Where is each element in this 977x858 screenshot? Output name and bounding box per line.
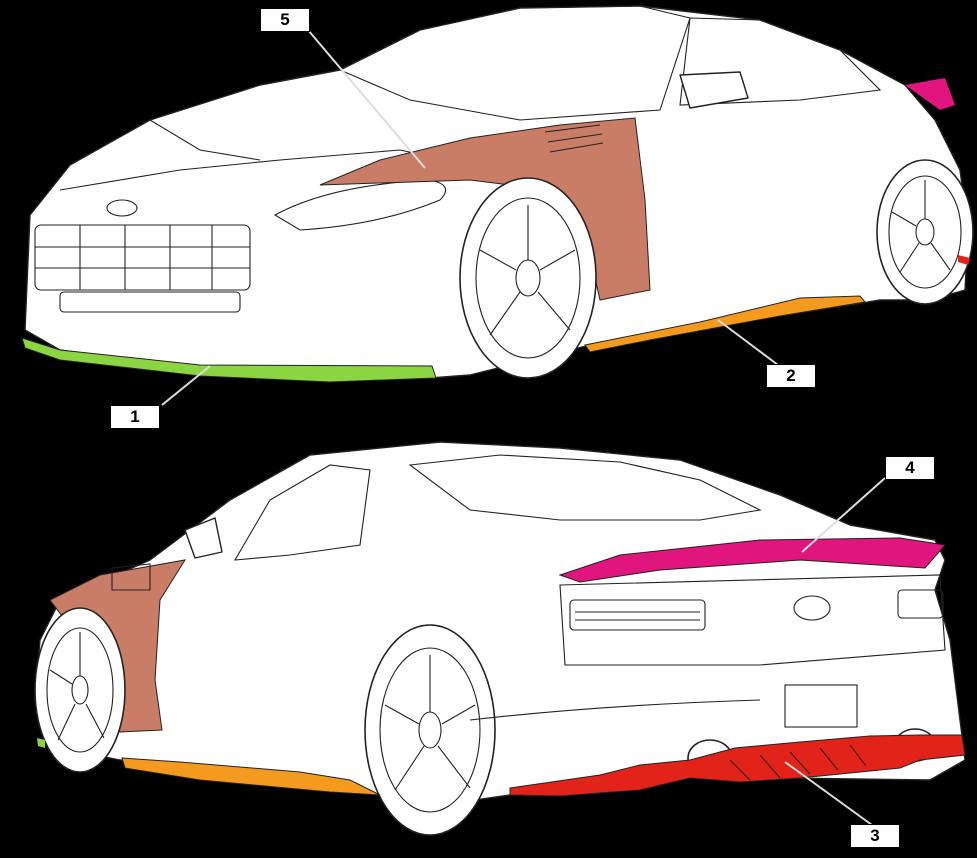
rear-car-front-wheel bbox=[34, 607, 126, 773]
front-car-rear-wheel bbox=[876, 159, 974, 305]
rear-car-tail-light-right bbox=[897, 589, 944, 619]
rear-car-tail-light-left bbox=[569, 599, 706, 631]
front-view-car bbox=[21, 5, 974, 383]
rear-wing-part bbox=[558, 537, 946, 583]
front-car-lower-intake bbox=[59, 291, 241, 313]
rear-car-rear-wheel bbox=[364, 624, 496, 836]
callout-1: 1 bbox=[110, 405, 160, 429]
rear-car-emblem bbox=[793, 595, 831, 621]
front-car-grille bbox=[34, 224, 251, 291]
rear-car-side-window bbox=[233, 464, 371, 561]
leader-line-3 bbox=[784, 761, 873, 826]
leader-line-4 bbox=[801, 477, 886, 553]
rear-car-bumper-line bbox=[469, 699, 761, 721]
rear-view-lip-tip bbox=[37, 738, 45, 748]
rear-diffuser-part bbox=[509, 734, 966, 797]
callout-2: 2 bbox=[766, 364, 816, 388]
rear-car-rear-window bbox=[408, 454, 762, 521]
rear-side-skirt-part bbox=[121, 757, 381, 796]
rear-car-mirror bbox=[184, 517, 223, 559]
rear-diffuser-fins bbox=[729, 744, 867, 781]
leader-line-5 bbox=[307, 29, 426, 169]
front-car-emblem bbox=[106, 199, 138, 217]
leader-lines bbox=[161, 29, 886, 826]
front-car-mirror bbox=[679, 71, 749, 109]
front-fender-vents bbox=[544, 124, 604, 153]
front-lip-part bbox=[21, 337, 437, 383]
front-view-wing-tip bbox=[905, 78, 955, 110]
rear-fender-vents bbox=[111, 563, 151, 591]
rear-view-car bbox=[34, 441, 966, 836]
front-car-hood-crease bbox=[149, 119, 261, 161]
leader-line-1 bbox=[161, 365, 211, 406]
front-side-skirt-part bbox=[584, 295, 866, 353]
rear-car-trunk bbox=[559, 574, 946, 666]
callout-3: 3 bbox=[850, 824, 900, 848]
front-car-side-window bbox=[679, 17, 882, 106]
leader-line-2 bbox=[717, 319, 779, 366]
front-car-headlight bbox=[273, 179, 447, 231]
callout-5: 5 bbox=[260, 8, 310, 32]
front-car-front-wheel bbox=[459, 177, 597, 379]
front-view-diffuser-tip bbox=[958, 255, 970, 265]
callout-4: 4 bbox=[885, 456, 935, 480]
rear-car-license-plate bbox=[784, 684, 858, 728]
